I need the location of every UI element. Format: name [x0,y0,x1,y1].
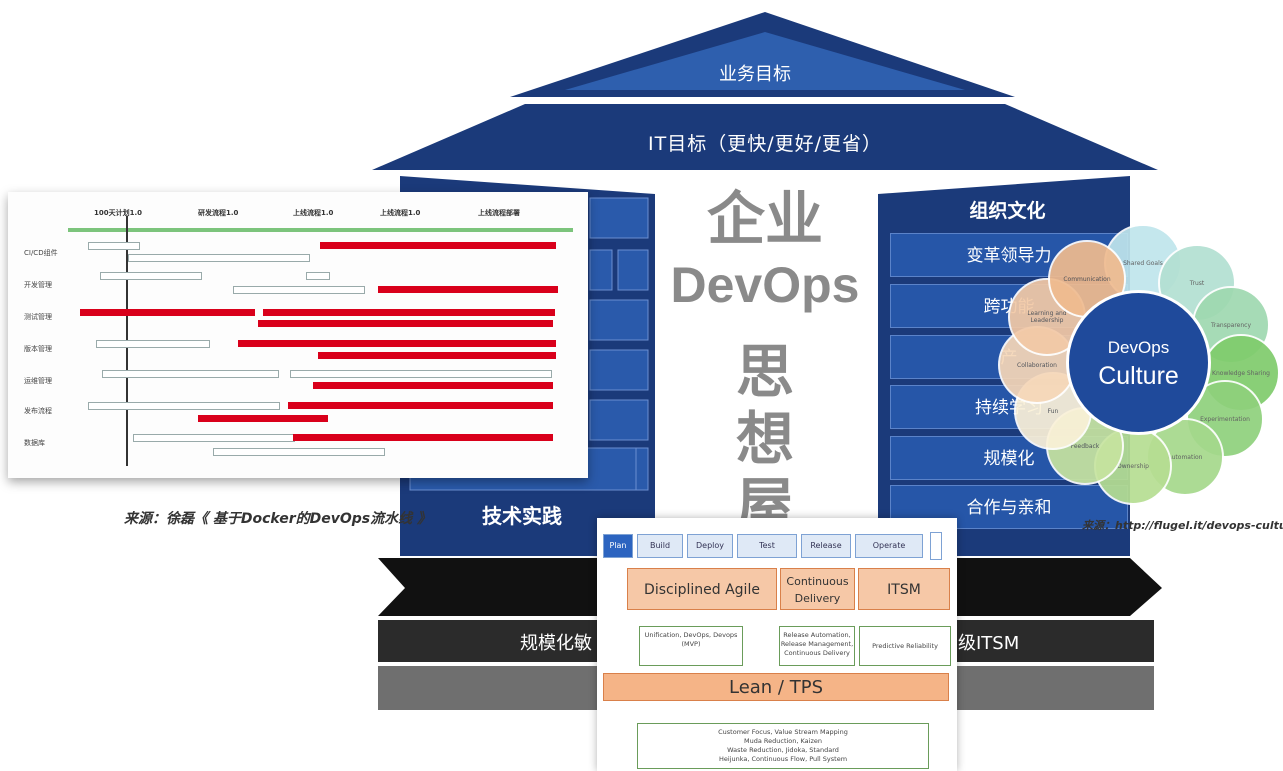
continuous-delivery-box: Continuous Delivery [780,568,855,610]
timeline-header: 上线流程1.0 [380,209,421,217]
culture-item-collab: 合作与亲和 [890,485,1128,529]
timeline-row-label: 版本管理 [24,345,52,353]
it-goal-label: IT目标（更快/更好/更省） [647,133,882,155]
timeline-header: 上线流程部署 [478,209,520,217]
stage-chevron: Operate [855,534,923,558]
mid-box: Release Automation, Release Management, … [779,626,855,666]
timeline-row-label: 开发管理 [24,281,52,289]
stage-chevron: Deploy [687,534,733,558]
timeline-header: 上线流程1.0 [293,209,334,217]
timeline-row-label: 发布流程 [24,407,52,415]
bar-label-itsm: 级ITSM [958,633,1020,654]
source-left: 来源：徐磊《 基于Docker的DevOps流水线 》 [124,511,431,527]
stage-chevron: Build [637,534,683,558]
lean-tps-bar: Lean / TPS [603,673,949,701]
timeline-row-label: 运维管理 [24,377,52,385]
timeline-header: 100天计划1.0 [94,209,143,217]
foot-line: Muda Reduction, Kaizen [744,737,822,745]
foot-line: Customer Focus, Value Stream Mapping [718,728,848,736]
timeline-row-label: 数据库 [24,439,45,447]
stage-chevron: Plan [603,534,633,558]
roof-main-band [372,104,1158,170]
source-right: 来源：http://flugel.it/devops-cultu [1082,519,1283,532]
bar-label-agile: 规模化敏 [520,633,592,654]
stage-chevron: Release [801,534,851,558]
lean-tps-figure: Plan Build Deploy Test Release Operate D… [597,518,957,771]
foot-line: Heijunka, Continuous Flow, Pull System [718,755,848,763]
foot-box: Customer Focus, Value Stream Mapping Mud… [637,723,929,769]
culture-title-2: Culture [1098,362,1179,390]
devops-culture-flower: Shared Goals Trust Transparency Knowledg… [996,222,1283,505]
timeline-row-label: CI/CD组件 [24,249,58,257]
roof-top-band [565,32,965,90]
itsm-box: ITSM [858,568,950,610]
center-title-char-1: 思 [735,338,794,406]
mid-box: Predictive Reliability [859,626,951,666]
center-title-char-2: 想 [735,405,794,473]
tech-practice-label: 技术实践 [482,504,562,528]
timeline-row-label: 测试管理 [24,313,52,321]
timeline-screenshot: 100天计划1.0 研发流程1.0 上线流程1.0 上线流程1.0 上线流程部署… [8,192,588,478]
mid-box: Unification, DevOps, Devops (MVP) [639,626,743,666]
center-title-enterprise: 企业 [706,185,823,253]
stage-chevron: Test [737,534,797,558]
foot-line: Waste Reduction, Jidoka, Standard [727,746,839,754]
timeline-header: 研发流程1.0 [198,209,239,217]
disciplined-agile-box: Disciplined Agile [627,568,777,610]
center-title-devops: DevOps [670,257,860,313]
culture-title-1: DevOps [1107,338,1170,357]
org-culture-title: 组织文化 [969,200,1046,222]
business-goal-label: 业务目标 [719,64,791,85]
